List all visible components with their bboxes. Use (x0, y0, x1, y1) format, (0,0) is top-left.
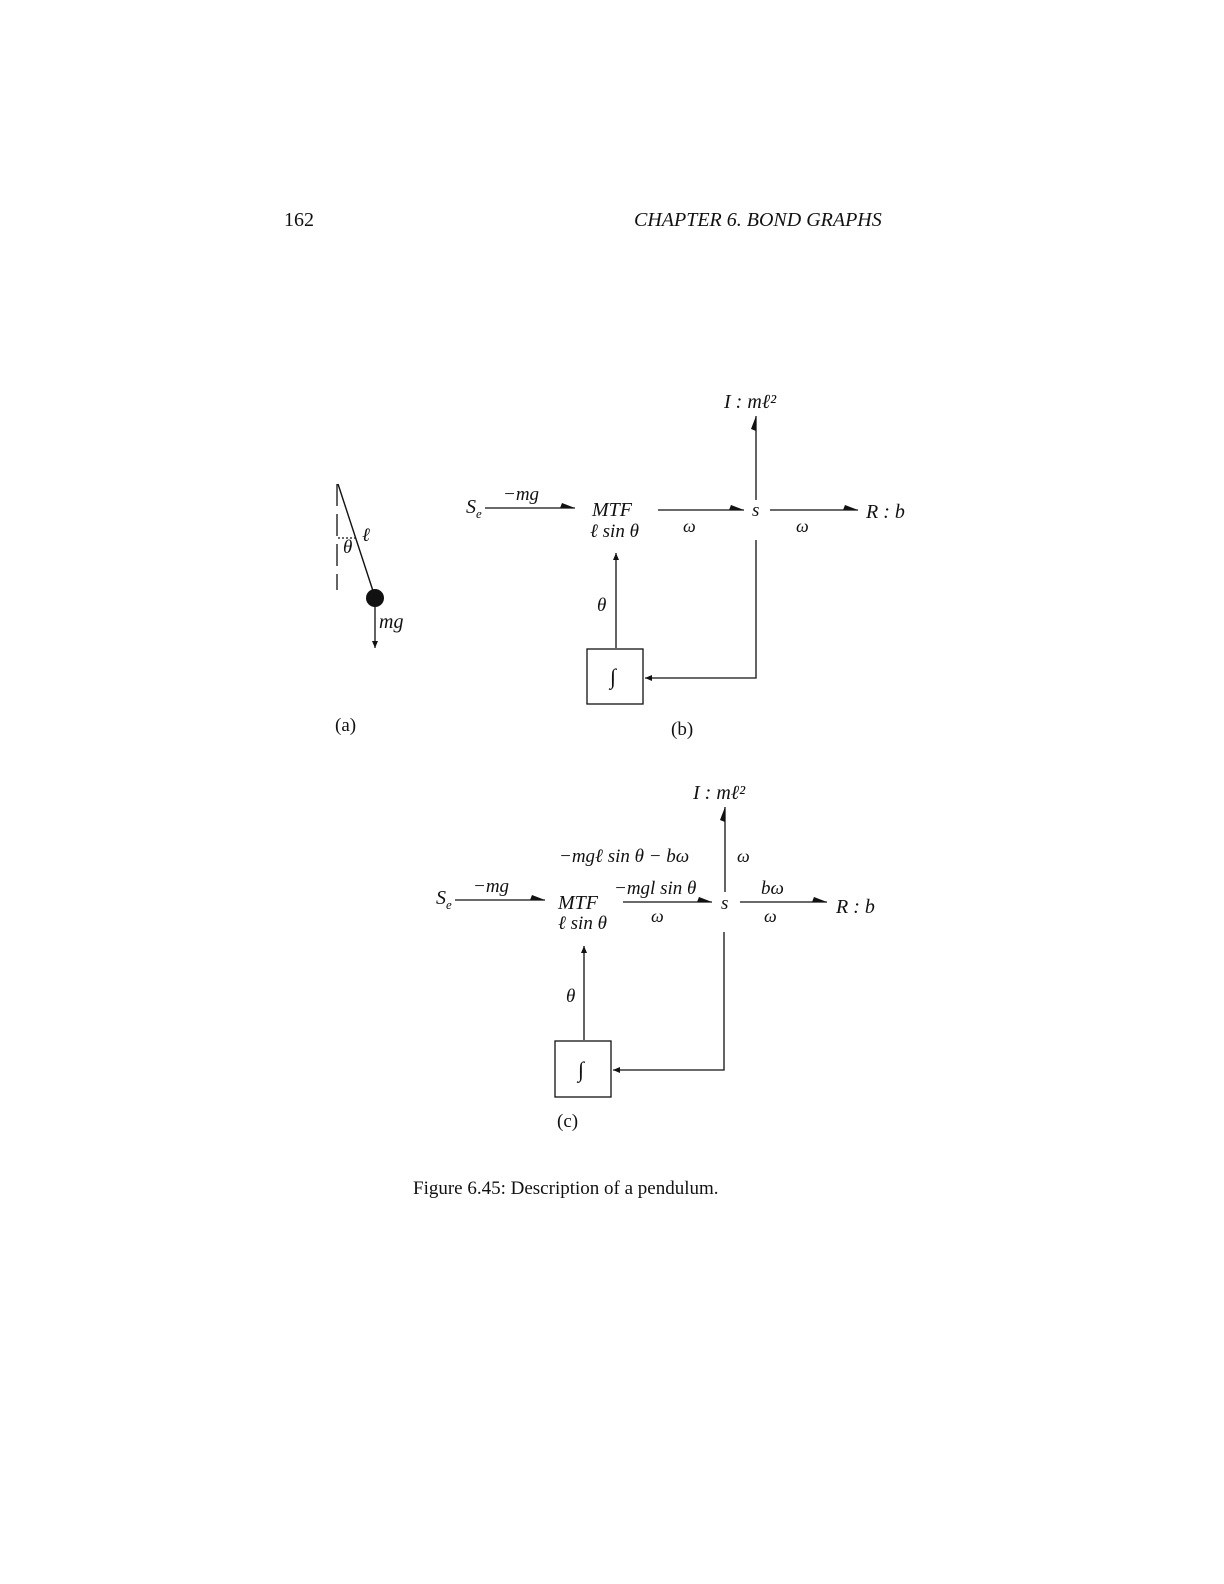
bond-source-effort-label: −mg (473, 876, 509, 897)
bond-mtf-flow-label: ω (683, 516, 696, 536)
weight-label: mg (379, 611, 403, 633)
bond-mtf-effort-label: −mgl sin θ (614, 878, 696, 899)
angle-signal-label: θ (597, 595, 606, 616)
inertia-effort-label: −mgℓ sin θ − bω (559, 846, 689, 867)
panel-b-caption: (b) (671, 719, 693, 740)
mtf-element: MTF (557, 892, 599, 914)
panel-b-bond-graph: Se −mg MTF ℓ sin θ ω s ω R : b I : mℓ² θ… (466, 391, 905, 740)
panel-c-caption: (c) (557, 1111, 578, 1132)
resistor-element: R : b (835, 896, 875, 918)
length-label: ℓ (362, 525, 370, 546)
source-effort-label: Se (466, 496, 482, 521)
junction-s: s (752, 500, 759, 521)
flow-feedback-signal (645, 540, 756, 678)
bond-mtf-flow-label: ω (651, 906, 664, 926)
source-effort-label: Se (436, 887, 452, 912)
mtf-modulus: ℓ sin θ (590, 521, 639, 542)
angle-theta-label: θ (343, 537, 352, 558)
panel-a-pendulum: θ ℓ mg (a) (335, 484, 403, 736)
bond-resistor-flow-label: ω (796, 516, 809, 536)
inertia-element: I : mℓ² (692, 782, 746, 804)
junction-s: s (721, 893, 728, 914)
flow-feedback-signal (613, 932, 724, 1070)
bond-source-effort-label: −mg (503, 484, 539, 505)
integrator-symbol: ∫ (608, 664, 618, 690)
bond-resistor-flow-label: ω (764, 906, 777, 926)
inertia-element: I : mℓ² (723, 391, 777, 413)
panel-c-bond-graph: Se −mg MTF ℓ sin θ −mgl sin θ ω s bω ω R… (436, 782, 875, 1132)
inertia-flow-label: ω (737, 846, 750, 866)
bond-resistor-effort-label: bω (761, 878, 784, 899)
panel-a-caption: (a) (335, 715, 356, 736)
figure-caption: Figure 6.45: Description of a pendulum. (413, 1178, 719, 1200)
mtf-element: MTF (591, 499, 633, 521)
pendulum-bob (366, 589, 384, 607)
integrator-symbol: ∫ (576, 1057, 586, 1083)
angle-signal-label: θ (566, 986, 575, 1007)
resistor-element: R : b (865, 501, 905, 523)
mtf-modulus: ℓ sin θ (558, 913, 607, 934)
